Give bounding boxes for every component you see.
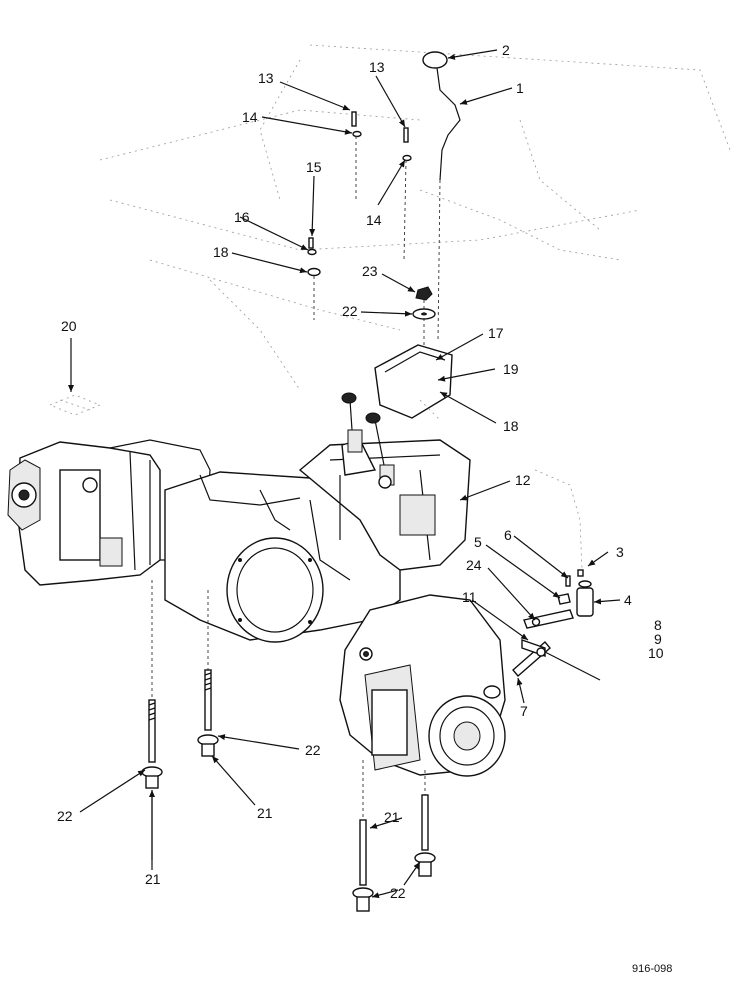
transmission-housing (7, 392, 506, 777)
callout-10: 10 (648, 645, 664, 661)
pin-5 (557, 593, 571, 605)
callout-15: 15 (306, 159, 322, 175)
callout-6: 6 (504, 527, 512, 543)
pin-3 (577, 569, 584, 577)
link-4 (576, 587, 594, 617)
gear-lever-assembly (422, 51, 461, 341)
callout-22: 22 (305, 742, 321, 758)
pin-13a (351, 111, 357, 127)
nut-23 (415, 286, 433, 301)
leader-lines (68, 49, 621, 899)
clip-16 (307, 248, 317, 256)
callout-21: 21 (384, 809, 400, 825)
drawing-reference-number: 916-098 (632, 963, 672, 975)
callout-20: 20 (61, 318, 77, 334)
callout-18: 18 (213, 244, 229, 260)
callout-18: 18 (503, 418, 519, 434)
callout-12: 12 (515, 472, 531, 488)
gear-lever-knob (422, 51, 448, 69)
callout-7: 7 (520, 703, 528, 719)
pin-15 (308, 237, 314, 249)
callout-11: 11 (462, 589, 477, 605)
callout-8: 8 (654, 617, 662, 633)
mounting-bolts (141, 580, 436, 912)
callout-9: 9 (654, 631, 662, 647)
callout-13: 13 (369, 59, 385, 75)
callout-21: 21 (257, 805, 273, 821)
bolt-21-lower-b (421, 794, 429, 851)
gear-lever-rod (436, 67, 461, 181)
washer-14a (352, 130, 362, 138)
callout-1: 1 (516, 80, 524, 96)
cover-plate-20 (48, 394, 102, 416)
callout-13: 13 (258, 70, 274, 86)
pin-13b (403, 127, 409, 143)
bolt-21-lower-a (359, 819, 367, 886)
bolt-21-left (148, 699, 156, 763)
callout-17: 17 (488, 325, 504, 341)
callout-14: 14 (366, 212, 382, 228)
callout-labels: 2 1 13 13 14 14 15 16 18 23 22 17 19 18 … (57, 42, 672, 975)
callout-22: 22 (57, 808, 73, 824)
callout-22: 22 (390, 885, 406, 901)
callout-23: 23 (362, 263, 378, 279)
callout-4: 4 (624, 592, 632, 608)
callout-21: 21 (145, 871, 161, 887)
callout-16: 16 (234, 209, 250, 225)
cab-ghost-outline (99, 44, 731, 391)
pin-6 (565, 575, 571, 587)
callout-5: 5 (474, 534, 482, 550)
callout-24: 24 (466, 557, 482, 573)
washer-14b (402, 154, 412, 162)
callout-19: 19 (503, 361, 519, 377)
callout-14: 14 (242, 109, 258, 125)
shift-linkage (512, 469, 601, 681)
callout-22: 22 (342, 303, 358, 319)
bush-24 (531, 617, 541, 627)
callout-3: 3 (616, 544, 624, 560)
washer-18a (307, 267, 321, 277)
callout-2: 2 (502, 42, 510, 58)
bolt-21-center (204, 669, 212, 731)
lever-cover-plate (374, 344, 453, 421)
side-cover-circular (226, 537, 324, 643)
